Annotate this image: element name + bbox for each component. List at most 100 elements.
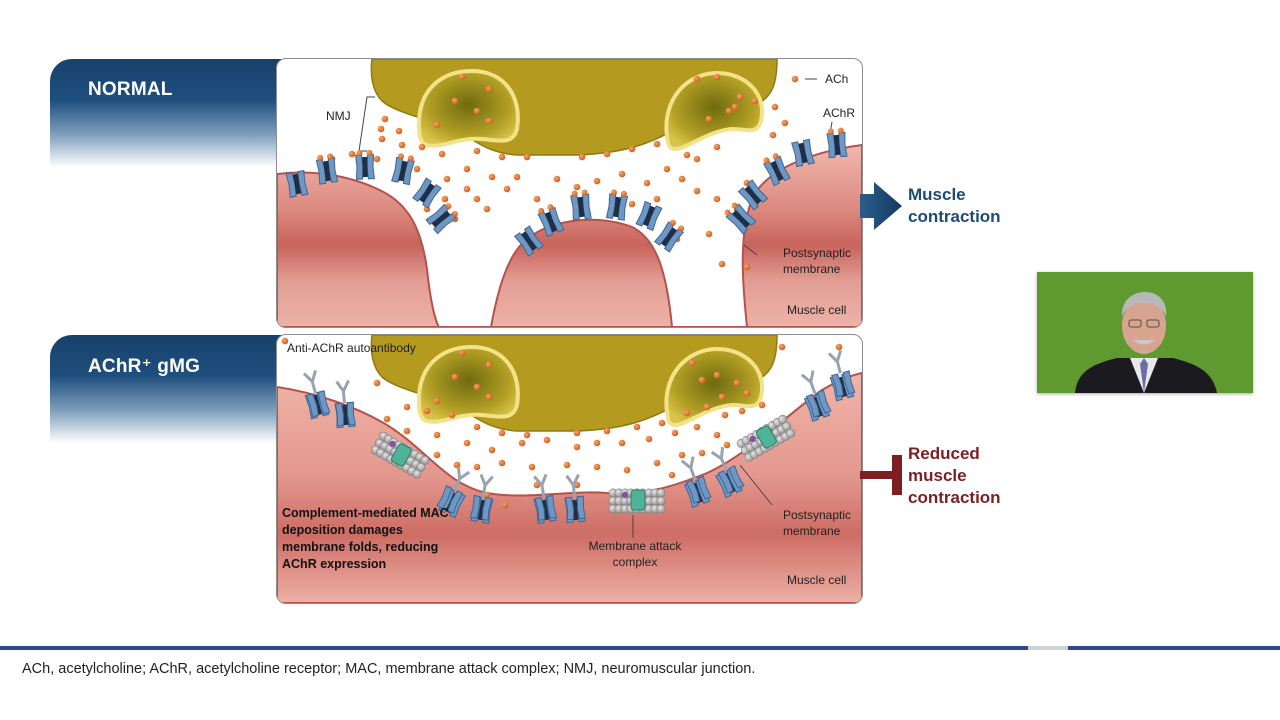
ach-molecule <box>683 409 691 417</box>
anti-achr-autoantibody <box>680 456 712 504</box>
anti-achr-autoantibody <box>800 370 832 418</box>
ach-molecule <box>733 379 741 387</box>
anti-achr-autoantibody <box>533 473 558 521</box>
ach-molecule <box>643 179 651 187</box>
ach-molecule <box>473 107 481 115</box>
ach-molecule <box>578 153 586 161</box>
ach-molecule <box>731 103 739 111</box>
ach-molecule <box>698 376 706 384</box>
ach-molecule <box>618 170 626 178</box>
ach-molecule <box>403 403 411 411</box>
gmg-nmj-illustration <box>277 335 862 603</box>
ach-molecule <box>743 263 751 271</box>
ach-molecule <box>718 260 726 268</box>
ach-molecule <box>663 165 671 173</box>
ach-molecule <box>573 183 581 191</box>
ach-molecule <box>451 97 459 105</box>
ach-molecule <box>751 97 759 105</box>
ach-molecule <box>718 393 726 401</box>
ach-molecule <box>438 150 446 158</box>
ach-molecule <box>281 337 289 345</box>
ach-molecule <box>628 145 636 153</box>
membrane-attack-complex <box>370 431 430 479</box>
achr-receptor <box>724 202 757 235</box>
achr-receptor <box>315 153 339 185</box>
ach-molecule <box>433 451 441 459</box>
ach-molecule <box>693 75 701 83</box>
ach-molecule <box>688 359 696 367</box>
ach-molecule <box>683 151 691 159</box>
ach-molecule <box>395 127 403 135</box>
ach-molecule <box>713 371 721 379</box>
ach-molecule <box>488 446 496 454</box>
ach-molecule <box>433 121 441 129</box>
achr-receptor <box>537 204 565 238</box>
postsynaptic-membrane-label-gmg: Postsynaptic membrane <box>783 508 852 538</box>
vesicle-left <box>416 68 520 148</box>
ach-molecule <box>381 115 389 123</box>
ach-molecule <box>453 461 461 469</box>
gmg-tab: AChR⁺ gMG <box>50 335 290 443</box>
achr-receptor <box>425 203 458 235</box>
anti-achr-autoantibody <box>827 349 856 398</box>
ach-molecule <box>703 403 711 411</box>
ach-molecule <box>668 471 676 479</box>
ach-molecule <box>485 361 493 369</box>
ach-molecule <box>705 230 713 238</box>
achr-receptor <box>391 153 415 186</box>
ach-molecule <box>423 407 431 415</box>
ach-molecule <box>743 389 751 397</box>
ach-molecule <box>523 431 531 439</box>
ach-molecule <box>373 155 381 163</box>
normal-tab: NORMAL <box>50 59 290 167</box>
ach-molecule <box>653 459 661 467</box>
ach-molecule <box>623 466 631 474</box>
ach-molecule <box>513 173 521 181</box>
ach-molecule <box>378 135 386 143</box>
ach-molecule <box>443 175 451 183</box>
ach-molecule <box>485 117 493 125</box>
ach-molecule <box>781 119 789 127</box>
ach-molecule <box>498 153 506 161</box>
ach-molecule <box>573 429 581 437</box>
ach-molecule <box>553 175 561 183</box>
ach-molecule <box>725 107 733 115</box>
ach-molecule <box>723 441 731 449</box>
ach-molecule <box>758 401 766 409</box>
ach-molecule <box>738 407 746 415</box>
ach-molecule <box>791 75 799 83</box>
ach-molecule <box>713 431 721 439</box>
ach-molecule <box>771 103 779 111</box>
achr-receptor <box>826 127 848 159</box>
anti-achr-autoantibody <box>334 379 356 427</box>
ach-molecule <box>835 343 843 351</box>
ach-molecule <box>485 85 493 93</box>
achr-receptor <box>355 149 375 180</box>
ach-molecule <box>373 379 381 387</box>
anti-achr-autoantibody <box>436 466 471 514</box>
ach-molecule <box>463 185 471 193</box>
ach-molecule <box>483 205 491 213</box>
muscle-cell-shape-gmg <box>277 371 862 603</box>
mac-label: Membrane attack complex <box>588 539 682 569</box>
nmj-bracket <box>358 96 375 152</box>
ach-molecule <box>523 153 531 161</box>
ach-molecule <box>543 436 551 444</box>
achr-receptor <box>605 189 629 221</box>
achr-receptor <box>285 170 309 198</box>
gmg-tab-label: AChR⁺ gMG <box>88 356 201 377</box>
complement-note: Complement-mediated MAC deposition damag… <box>282 506 449 571</box>
ach-molecule <box>705 115 713 123</box>
anti-achr-autoantibody <box>302 369 331 418</box>
ach-molecule <box>628 200 636 208</box>
ach-molecule <box>778 343 786 351</box>
muscle-cell-label-gmg: Muscle cell <box>787 573 847 587</box>
reduced-contraction-text: Reduced muscle contraction <box>908 444 1001 507</box>
ach-molecule <box>645 435 653 443</box>
ach-molecule <box>533 195 541 203</box>
ach-molecule <box>473 463 481 471</box>
achr-label: AChR <box>823 106 856 120</box>
ach-molecule <box>721 411 729 419</box>
achr-receptor <box>635 200 663 232</box>
ach-molecule <box>473 423 481 431</box>
